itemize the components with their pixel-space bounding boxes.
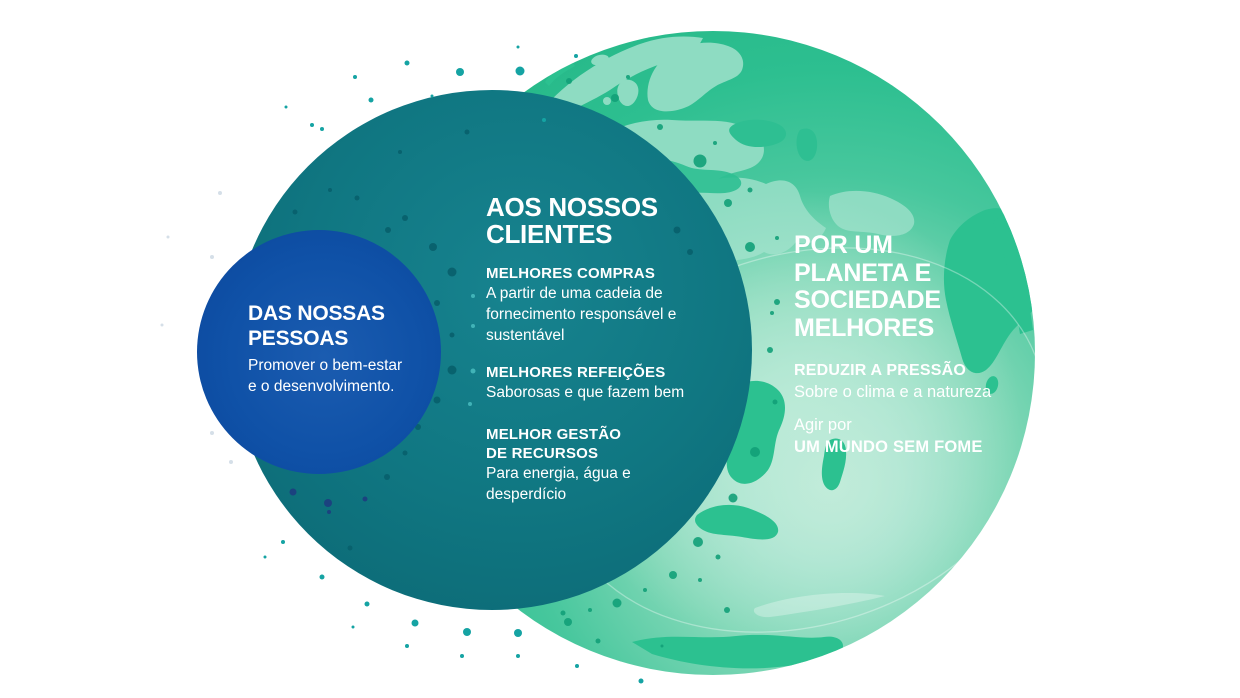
clients-s3-body: Para energia, água e desperdício [486,463,716,505]
clients-s2-heading: MELHORES REFEIÇÕES [486,364,666,381]
people-body: Promover o bem-estar e o desenvolvimento… [248,355,438,397]
clients-circle-label: AOS NOSSOS CLIENTES MELHORES COMPRAS A p… [486,194,716,505]
clients-s1-body: A partir de uma cadeia de fornecimento r… [486,283,716,346]
people-circle-label: DAS NOSSAS PESSOAS Promover o bem-estar … [248,301,438,397]
clients-s1-body-line1: A partir de uma cadeia de [486,285,663,302]
clients-s1-body-line2: fornecimento responsável e [486,306,677,323]
clients-circle [232,90,752,610]
globe-dots-layer [547,75,780,648]
planet-section-pressure: REDUZIR A PRESSÃO Sobre o clima e a natu… [794,361,1034,403]
planet-title: POR UM PLANETA E SOCIEDADE MELHORES [794,231,1034,342]
clients-s3-body-line1: Para energia, água e [486,465,631,482]
planet-s2-intro: Agir por [794,416,852,434]
people-title-line1: DAS NOSSAS [248,302,385,325]
planet-s1-heading: REDUZIR A PRESSÃO [794,362,967,379]
clients-section-meals: MELHORES REFEIÇÕES Saborosas e que fazem… [486,363,716,403]
clients-s1-body-line3: sustentável [486,327,565,344]
clients-s2-body: Saborosas e que fazem bem [486,384,685,401]
clients-title-line2: CLIENTES [486,219,613,249]
planet-title-line4: MELHORES [794,313,935,342]
people-body-line1: Promover o bem-estar [248,357,403,374]
background-dots-layer [160,45,644,684]
clients-section-resources: MELHOR GESTÃO DE RECURSOS Para energia, … [486,425,716,505]
people-title-line2: PESSOAS [248,327,349,350]
clients-s1-heading: MELHORES COMPRAS [486,265,656,282]
planet-title-line2: PLANETA E [794,258,932,287]
clients-s3-heading-line2: DE RECURSOS [486,445,599,462]
planet-s2-heading: UM MUNDO SEM FOME [794,438,983,456]
people-circle [197,230,441,474]
globe-swoosh [753,593,885,618]
planet-title-line1: POR UM [794,231,893,259]
clients-title-line1: AOS NOSSOS [486,192,658,222]
clients-s3-body-line2: desperdício [486,486,567,503]
clients-section-purchasing: MELHORES COMPRAS A partir de uma cadeia … [486,264,716,346]
people-body-line2: e o desenvolvimento. [248,378,395,395]
people-title: DAS NOSSAS PESSOAS [248,301,438,351]
planet-s1-body: Sobre o clima e a natureza [794,383,992,401]
clients-s3-heading: MELHOR GESTÃO DE RECURSOS [486,425,716,463]
planet-section-hunger: Agir por UM MUNDO SEM FOME [794,414,1034,458]
planet-title-line3: SOCIEDADE [794,286,941,314]
clients-s3-heading-line1: MELHOR GESTÃO [486,426,622,443]
clients-title: AOS NOSSOS CLIENTES [486,194,716,248]
planet-circle-label: POR UM PLANETA E SOCIEDADE MELHORES REDU… [794,231,1034,458]
